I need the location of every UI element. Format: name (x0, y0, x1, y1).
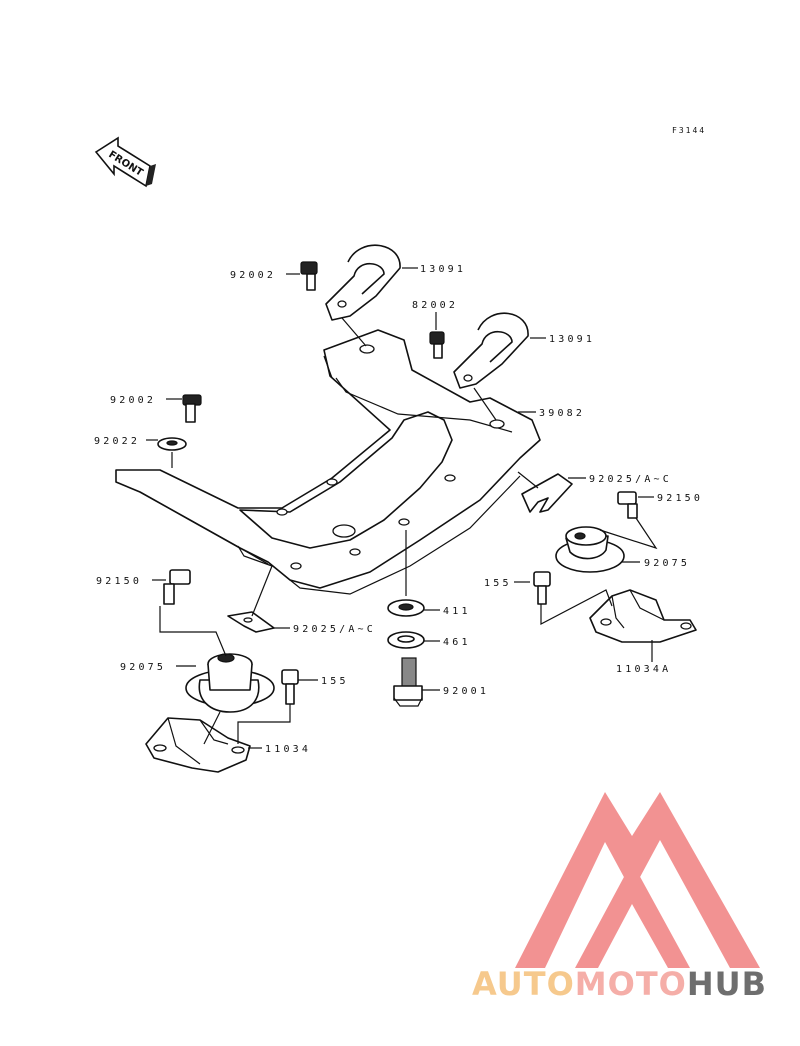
front-arrow-icon: FRONT (94, 136, 156, 188)
part-label-39082: 39082 (539, 408, 585, 419)
part-label-92025-right: 92025/A~C (589, 474, 672, 485)
part-label-11034A: 11034A (616, 664, 671, 675)
part-label-92002-left: 92002 (110, 395, 156, 406)
bolt-82002 (429, 331, 445, 359)
washer-411 (387, 599, 425, 617)
mount-92075-right (555, 526, 625, 573)
shim-92025-right (521, 473, 573, 513)
clamp-13091-right (453, 312, 529, 389)
leader-lines (146, 267, 658, 749)
part-label-155-right: 155 (484, 578, 512, 589)
washer-461 (387, 631, 425, 649)
part-label-13091-upper: 13091 (420, 264, 466, 275)
bracket-11034A (589, 589, 697, 643)
bolt-92150-right (617, 491, 638, 519)
bolt-155-left (281, 669, 299, 705)
part-label-92075-right: 92075 (644, 558, 690, 569)
bracket-11034 (145, 717, 251, 773)
part-label-92150-left: 92150 (96, 576, 142, 587)
bolt-155-right (533, 571, 551, 605)
part-label-82002: 82002 (412, 300, 458, 311)
part-label-92022: 92022 (94, 436, 140, 447)
bolt-92001 (393, 657, 423, 707)
part-label-92001: 92001 (443, 686, 489, 697)
watermark-moto: MOTO (575, 965, 687, 1003)
shim-92025-left (227, 611, 275, 633)
mount-92075-left (185, 653, 275, 713)
watermark-hub: HUB (687, 965, 767, 1003)
part-label-92002-upper: 92002 (230, 270, 276, 281)
svg-text:AUTOMOTOHUB: AUTOMOTOHUB (472, 965, 767, 1003)
watermark-auto: AUTO (472, 965, 575, 1003)
part-label-92025-left: 92025/A~C (293, 624, 376, 635)
part-label-11034: 11034 (265, 744, 311, 755)
part-label-461: 461 (443, 637, 471, 648)
washer-92022 (157, 437, 187, 451)
watermark-logo: AUTOMOTOHUB (472, 792, 767, 1003)
part-label-411: 411 (443, 606, 471, 617)
bolt-92150-left (163, 569, 191, 605)
bolt-92002-left (182, 394, 202, 423)
figure-code: F3144 (672, 126, 706, 135)
bolt-92002-upper (300, 261, 318, 291)
crossmember-frame (115, 329, 541, 595)
part-label-13091-right: 13091 (549, 334, 595, 345)
part-label-155-left: 155 (321, 676, 349, 687)
part-label-92075-left: 92075 (120, 662, 166, 673)
part-labels: 13091 92002 82002 13091 92002 39082 9202… (94, 264, 703, 755)
clamp-13091-upper (325, 244, 401, 321)
part-label-92150-right: 92150 (657, 493, 703, 504)
